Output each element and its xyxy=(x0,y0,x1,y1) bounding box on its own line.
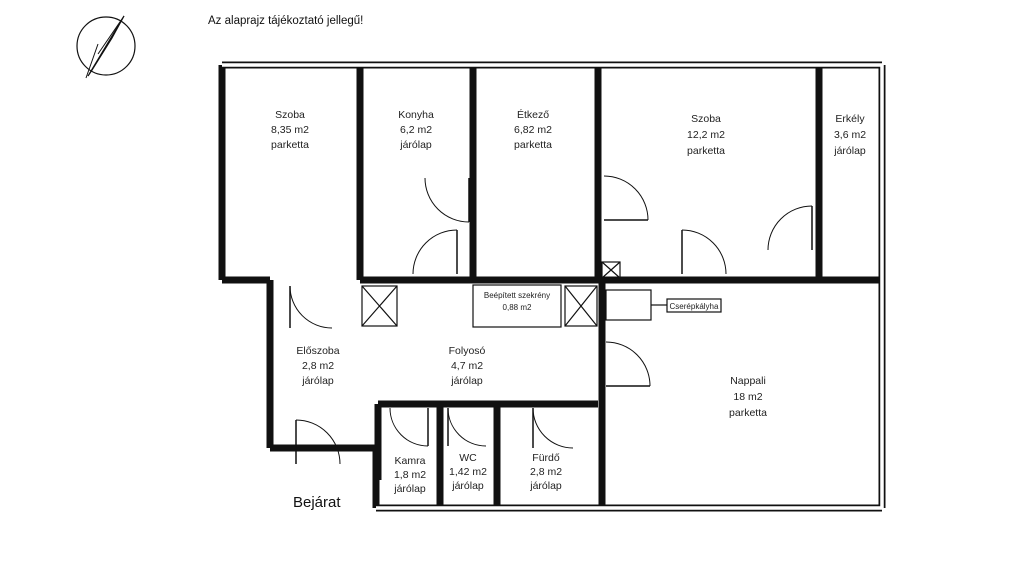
room-eloszoba: Előszoba 2,8 m2 járólap xyxy=(296,345,339,387)
room-furdo: Fürdő 2,8 m2 járólap xyxy=(529,452,562,492)
svg-text:járólap: járólap xyxy=(529,480,562,492)
shaft-left xyxy=(361,285,398,327)
north-arrow-icon xyxy=(76,15,136,79)
svg-text:12,2 m2: 12,2 m2 xyxy=(687,129,725,141)
room-szoba-2: Szoba 12,2 m2 parketta xyxy=(687,113,725,157)
heater-label: Cserépkályha xyxy=(670,302,719,311)
svg-text:Szoba: Szoba xyxy=(691,113,721,125)
room-folyoso: Folyosó 4,7 m2 járólap xyxy=(449,345,486,387)
room-erkely: Erkély 3,6 m2 járólap xyxy=(833,113,866,157)
room-wc: WC 1,42 m2 járólap xyxy=(449,452,487,492)
svg-text:járólap: járólap xyxy=(451,480,484,492)
entrance-label: Bejárat xyxy=(293,494,341,511)
svg-text:Szoba: Szoba xyxy=(275,109,305,121)
shaft-small xyxy=(601,261,621,279)
svg-text:járólap: járólap xyxy=(301,375,334,387)
room-etkezo: Étkező 6,82 m2 parketta xyxy=(514,108,552,151)
svg-text:6,82 m2: 6,82 m2 xyxy=(514,124,552,136)
svg-text:4,7 m2: 4,7 m2 xyxy=(451,360,483,372)
svg-text:1,42 m2: 1,42 m2 xyxy=(449,466,487,478)
built-in-closet xyxy=(472,284,562,328)
room-nappali: Nappali 18 m2 parketta xyxy=(729,375,767,419)
svg-text:parketta: parketta xyxy=(687,145,725,157)
heater-label-box xyxy=(666,298,722,313)
svg-text:1,8 m2: 1,8 m2 xyxy=(394,469,426,481)
svg-text:8,35 m2: 8,35 m2 xyxy=(271,124,309,136)
svg-text:járólap: járólap xyxy=(450,375,483,387)
svg-text:parketta: parketta xyxy=(514,139,552,151)
svg-text:2,8 m2: 2,8 m2 xyxy=(530,466,562,478)
svg-text:3,6 m2: 3,6 m2 xyxy=(834,129,866,141)
svg-text:járólap: járólap xyxy=(399,139,432,151)
svg-text:18 m2: 18 m2 xyxy=(733,391,762,403)
room-konyha: Konyha 6,2 m2 járólap xyxy=(398,109,434,151)
shaft-right xyxy=(564,285,598,327)
doors xyxy=(289,175,813,465)
room-kamra: Kamra 1,8 m2 járólap xyxy=(393,455,426,495)
svg-text:2,8 m2: 2,8 m2 xyxy=(302,360,334,372)
svg-text:Fürdő: Fürdő xyxy=(532,452,560,464)
closet-name: Beépített szekrény xyxy=(484,291,550,300)
svg-text:parketta: parketta xyxy=(729,407,767,419)
svg-text:6,2 m2: 6,2 m2 xyxy=(400,124,432,136)
svg-text:Nappali: Nappali xyxy=(730,375,766,387)
svg-text:járólap: járólap xyxy=(833,145,866,157)
svg-text:Konyha: Konyha xyxy=(398,109,434,121)
svg-text:WC: WC xyxy=(459,452,477,464)
svg-text:parketta: parketta xyxy=(271,139,309,151)
disclaimer-note: Az alaprajz tájékoztató jellegű! xyxy=(208,15,363,27)
svg-text:Előszoba: Előszoba xyxy=(296,345,339,357)
walls xyxy=(218,61,886,512)
svg-text:Étkező: Étkező xyxy=(517,108,549,121)
svg-text:Folyosó: Folyosó xyxy=(449,345,486,357)
svg-text:Erkély: Erkély xyxy=(835,113,865,125)
room-szoba-1: Szoba 8,35 m2 parketta xyxy=(271,109,309,151)
tile-stove xyxy=(605,289,652,321)
svg-text:Kamra: Kamra xyxy=(395,455,426,467)
closet-area: 0,88 m2 xyxy=(503,303,532,312)
svg-text:járólap: járólap xyxy=(393,483,426,495)
